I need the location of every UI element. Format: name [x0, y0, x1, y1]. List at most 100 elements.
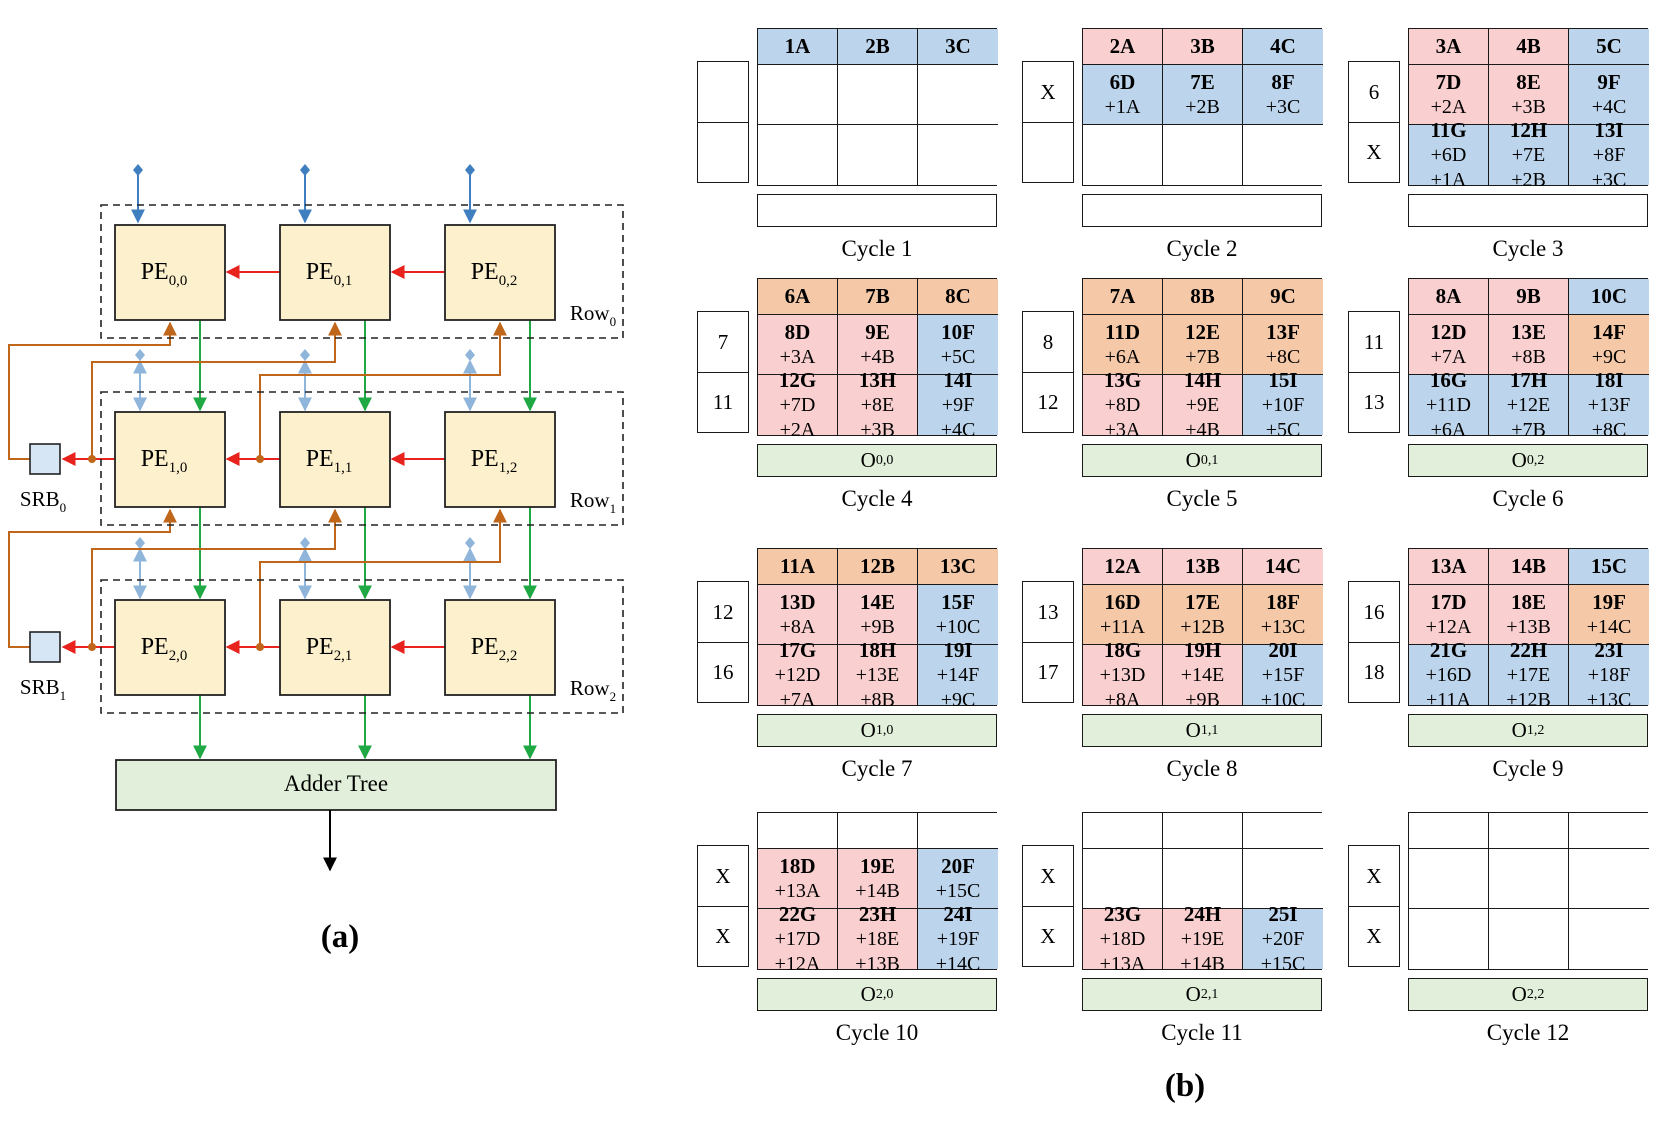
grid-cell — [1569, 909, 1649, 969]
cell-partial-sum: +17D — [774, 927, 821, 950]
cell-partial-sum: +9E — [1185, 393, 1220, 416]
cell-partial-sum: +15C — [1260, 952, 1306, 975]
grid-header-cell: 10C — [1569, 279, 1649, 315]
output-label: O — [1511, 718, 1527, 742]
adder-tree-label: Adder Tree — [284, 771, 388, 796]
pe-label-1-0: PE1,0 — [141, 446, 188, 476]
cell-product: 18I — [1594, 367, 1624, 392]
grid-cell: 19F+14C — [1569, 585, 1649, 645]
cell-partial-sum: +3A — [1104, 418, 1141, 441]
cell-partial-sum: +9C — [940, 688, 976, 711]
grid-cell: 16G+11D+6A — [1409, 368, 1489, 441]
pe-grid — [1408, 812, 1649, 970]
srb-buffer: X — [1022, 61, 1074, 183]
cell-partial-sum: +11D — [1426, 393, 1471, 416]
junction-dot-a-2 — [88, 643, 96, 651]
cell-partial-sum: +3C — [1265, 95, 1301, 118]
grid-cell: 12E+7B — [1163, 315, 1243, 375]
row-2-box — [100, 579, 624, 714]
cell-product: 22G — [778, 901, 817, 926]
cell-partial-sum: +8B — [860, 688, 895, 711]
output-index: 2,1 — [1200, 986, 1219, 1002]
grid-cell: 12H+7E+2B — [1489, 118, 1569, 191]
cell-product: 8F — [1271, 69, 1295, 94]
grid-cell: 13F+8C — [1243, 315, 1323, 375]
grid-header-cell — [1083, 813, 1163, 849]
grid-cell — [1569, 849, 1649, 909]
pe-label-1-2: PE1,2 — [471, 446, 518, 476]
cell-partial-sum: +1A — [1430, 168, 1467, 191]
cell-product: 12H — [1509, 117, 1548, 142]
output-label: O — [1185, 448, 1201, 472]
cell-partial-sum: +6A — [1430, 418, 1467, 441]
grid-header-cell: 13C — [918, 549, 998, 585]
cell-partial-sum: +3A — [779, 345, 816, 368]
cell-product: 25I — [1268, 901, 1298, 926]
grid-cell: 20F+15C — [918, 849, 998, 909]
cell-partial-sum: +19E — [1180, 927, 1225, 950]
cycle-label: Cycle 6 — [1492, 486, 1564, 511]
cell-partial-sum: +9B — [1185, 688, 1220, 711]
grid-header-cell: 11A — [758, 549, 838, 585]
grid-cell: 6D+1A — [1083, 65, 1163, 125]
grid-header-cell: 1A — [758, 29, 838, 65]
cell-product: 21G — [1429, 637, 1468, 662]
grid-header-cell: 8C — [918, 279, 998, 315]
grid-cell — [1243, 125, 1323, 185]
output-index: 1,0 — [875, 722, 894, 738]
cell-product: 19F — [1592, 589, 1626, 614]
cell-partial-sum: +8E — [860, 393, 895, 416]
grid-cell — [918, 65, 998, 125]
grid-header-cell: 14B — [1489, 549, 1569, 585]
srb-slot: 18 — [1349, 642, 1399, 702]
output-index: 2,0 — [875, 986, 894, 1002]
cell-product: 18H — [858, 637, 897, 662]
cell-partial-sum: +13F — [1587, 393, 1631, 416]
grid-cell: 22H+17E+12B — [1489, 638, 1569, 711]
cycle-label: Cycle 2 — [1166, 236, 1238, 261]
grid-header-cell — [918, 813, 998, 849]
srb-slot: 13 — [1349, 372, 1399, 432]
cell-partial-sum: +16D — [1425, 663, 1472, 686]
input-diamond-row2-0 — [135, 537, 145, 549]
grid-header-cell: 3B — [1163, 29, 1243, 65]
grid-cell: 13G+8D+3A — [1083, 368, 1163, 441]
grid-header-cell: 4C — [1243, 29, 1323, 65]
grid-header-cell: 15C — [1569, 549, 1649, 585]
grid-cell: 8F+3C — [1243, 65, 1323, 125]
cell-product: 13F — [1266, 319, 1300, 344]
srb-slot: 11 — [698, 372, 748, 432]
figure-label-b: (b) — [1164, 1068, 1206, 1104]
srb-slot: X — [1023, 906, 1073, 966]
cell-product: 14F — [1592, 319, 1626, 344]
srb-slot: X — [1040, 863, 1056, 888]
grid-cell: 11D+6A — [1083, 315, 1163, 375]
cell-product: 22H — [1509, 637, 1548, 662]
output-label: O — [1511, 448, 1527, 472]
cell-product: 16D — [1104, 589, 1141, 614]
output-label: O — [860, 718, 876, 742]
cycle-label: Cycle 5 — [1166, 486, 1238, 511]
srb-slot: 7 — [717, 329, 729, 354]
pe-1-0 — [114, 411, 226, 508]
row-0-box — [100, 204, 624, 339]
cell-partial-sum: +18E — [855, 927, 900, 950]
cell-partial-sum: +6A — [1104, 345, 1141, 368]
cell-product: 17E — [1184, 589, 1220, 614]
output-label: O — [1185, 718, 1201, 742]
